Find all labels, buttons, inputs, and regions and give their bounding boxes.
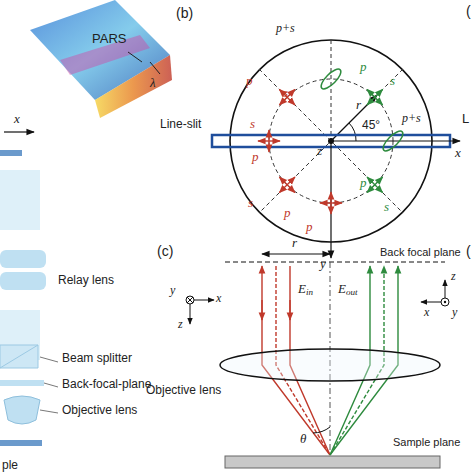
s-arrow xyxy=(367,177,383,193)
elliptical-polarization xyxy=(318,66,343,91)
panel-c xyxy=(186,254,449,468)
polarization-label: s xyxy=(384,200,389,214)
s-arrow xyxy=(279,177,295,193)
wavelength-symbol: λ xyxy=(150,76,156,90)
polarization-label: p xyxy=(360,60,367,74)
axis-label: x xyxy=(424,306,429,319)
part-label: Back-focal-plane xyxy=(62,378,151,391)
part-label: ple xyxy=(2,459,18,472)
polarization-label: p xyxy=(306,220,313,234)
panel-b xyxy=(212,40,460,258)
polarization-label: s xyxy=(248,196,253,210)
s-arrow xyxy=(268,130,269,152)
polarization-label: s xyxy=(390,74,395,88)
part-label: PARS xyxy=(92,32,126,46)
axis-label: y xyxy=(452,306,457,319)
radius-label: r xyxy=(292,236,297,250)
part-label: Objective lens xyxy=(146,384,221,397)
angle-label: θ xyxy=(300,432,306,446)
polarization-label: p xyxy=(284,206,291,220)
p-arrow xyxy=(279,177,295,193)
polarization-label: p xyxy=(360,176,367,190)
plane-label: Back focal plane xyxy=(380,246,461,258)
panel-label: (b) xyxy=(176,6,193,21)
axis-label: z xyxy=(178,318,183,331)
panel-a xyxy=(0,0,172,446)
p-arrow xyxy=(367,177,383,193)
cropped-label: ( xyxy=(466,244,471,259)
angle-label: 45° xyxy=(362,119,380,132)
cropped-label: ( xyxy=(466,4,471,19)
p-arrow xyxy=(367,89,383,105)
axis-label: x xyxy=(455,146,461,160)
field-label: Eout xyxy=(338,282,358,297)
part-label: Objective lens xyxy=(62,404,137,417)
polarization-label: p+s xyxy=(276,22,295,35)
radius-label: r xyxy=(356,98,361,112)
axis-label: z xyxy=(451,270,456,283)
s-arrow xyxy=(320,202,342,203)
plane-label: Sample plane xyxy=(393,436,460,448)
cropped-label: L xyxy=(462,112,469,126)
axis-label: z xyxy=(317,144,322,158)
axis-label: x xyxy=(216,292,221,305)
polarization-label: p+s xyxy=(402,112,421,125)
polarization-label: p xyxy=(246,74,253,88)
panel-label: (c) xyxy=(157,244,173,259)
axis-label: y xyxy=(170,284,175,297)
part-label: Line-slit xyxy=(160,118,201,131)
field-label: Ein xyxy=(298,282,313,297)
s-arrow xyxy=(367,89,383,105)
axis-label: x xyxy=(14,112,20,126)
polarization-label: p xyxy=(252,150,259,164)
elliptical-polarization xyxy=(380,128,405,153)
part-label: Beam splitter xyxy=(62,352,132,365)
part-label: Relay lens xyxy=(58,274,114,287)
axis-label: y xyxy=(320,257,326,271)
polarization-label: s xyxy=(283,86,288,100)
polarization-label: s xyxy=(250,117,255,131)
